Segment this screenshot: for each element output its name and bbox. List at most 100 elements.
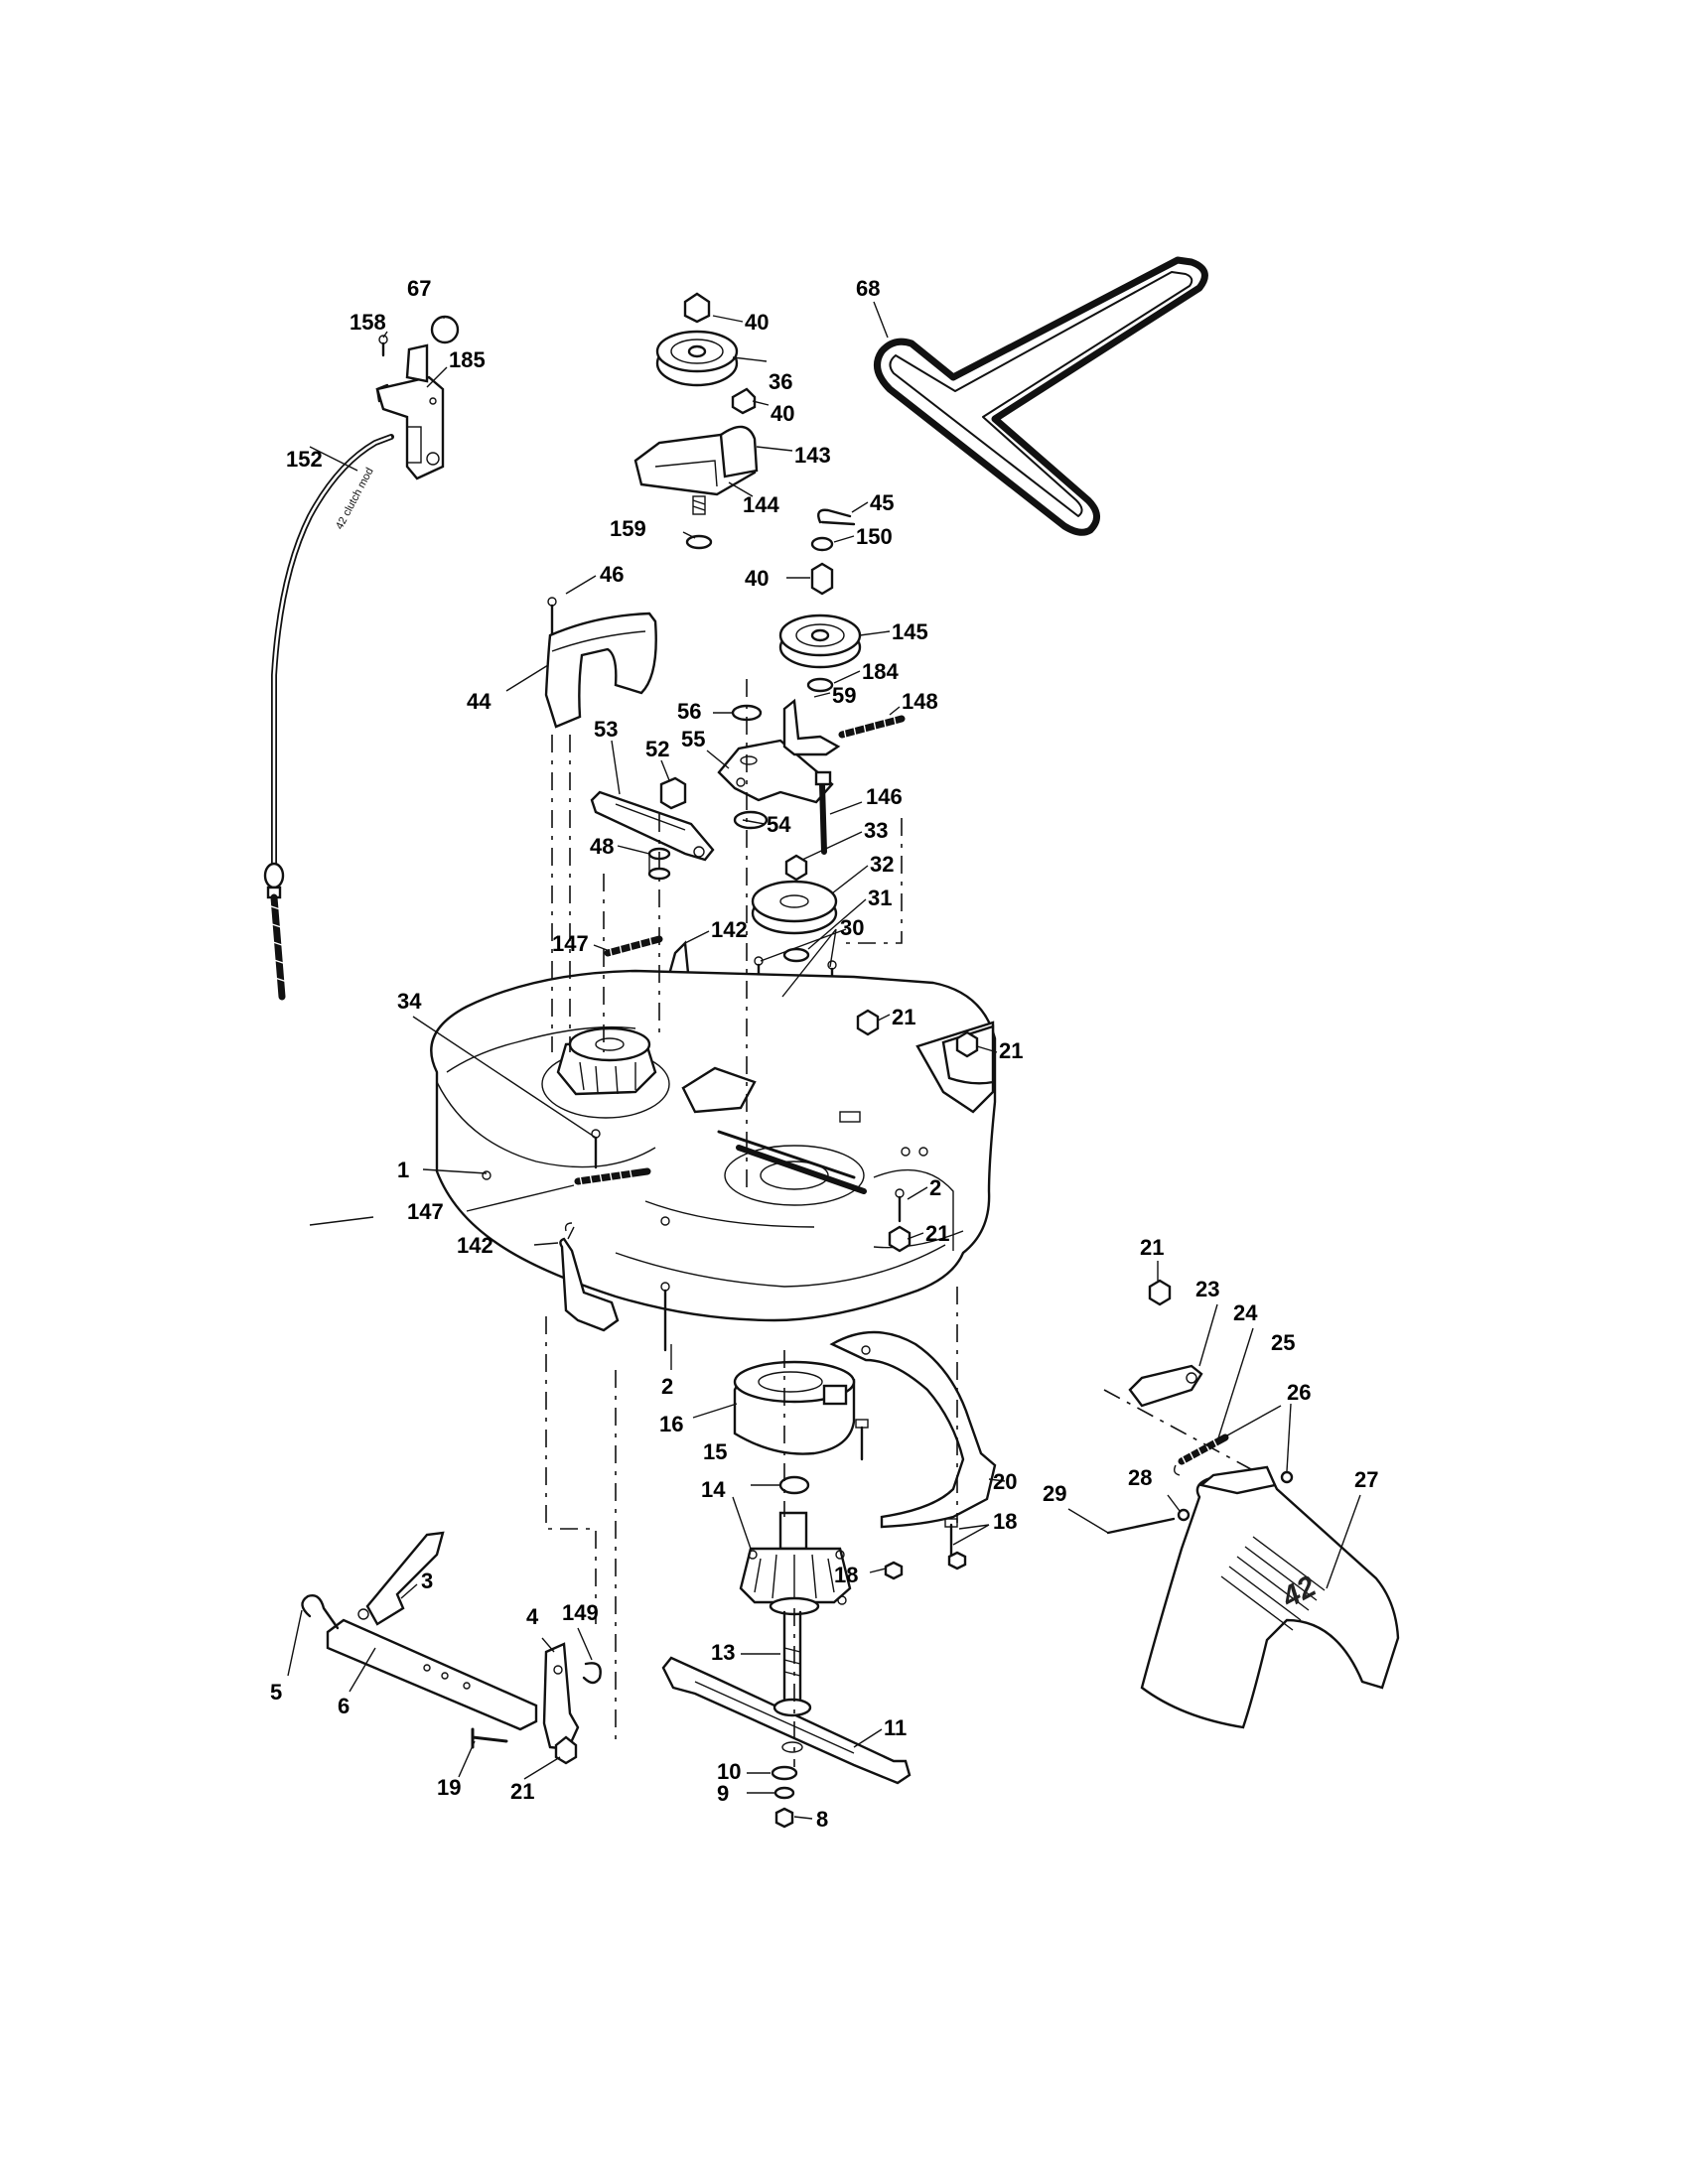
part-33-nut bbox=[784, 854, 808, 882]
callout-185: 185 bbox=[449, 347, 486, 372]
callout-21: 21 bbox=[999, 1038, 1023, 1063]
part-152-cable bbox=[271, 434, 394, 867]
part-29-rod bbox=[1106, 1517, 1176, 1535]
callout-23: 23 bbox=[1195, 1277, 1219, 1301]
callout-44: 44 bbox=[467, 689, 491, 714]
part-14-housing bbox=[739, 1547, 852, 1604]
part-54-washer bbox=[733, 810, 769, 830]
part-28-washer bbox=[1177, 1508, 1191, 1522]
part-59-148-146 bbox=[782, 698, 906, 855]
part-8-bolt bbox=[774, 1807, 794, 1829]
callout-21: 21 bbox=[892, 1005, 915, 1029]
part-40-nut-top bbox=[683, 292, 711, 324]
callout-28: 28 bbox=[1128, 1465, 1152, 1490]
callout-24: 24 bbox=[1233, 1300, 1258, 1325]
callout-54: 54 bbox=[767, 812, 791, 837]
part-40-nut-right bbox=[810, 562, 834, 596]
part-45-clip bbox=[817, 508, 856, 526]
part-184-washer bbox=[806, 677, 834, 693]
part-27-discharge-chute: 42 bbox=[1106, 1465, 1400, 1729]
part-clutch-handle-assembly: 42 clutch mod bbox=[263, 315, 460, 1001]
part-10-washer bbox=[771, 1765, 798, 1781]
callout-59: 59 bbox=[832, 683, 856, 708]
part-9-lockwasher bbox=[773, 1786, 795, 1800]
part-11-blade-assembly bbox=[661, 1656, 912, 1829]
part-52-nut bbox=[659, 776, 687, 810]
callout-143: 143 bbox=[794, 443, 831, 468]
callout-142: 142 bbox=[711, 917, 748, 942]
callout-55: 55 bbox=[681, 727, 705, 751]
callout-147: 147 bbox=[407, 1199, 444, 1224]
callout-48: 48 bbox=[590, 834, 614, 859]
callout-45: 45 bbox=[870, 490, 894, 515]
callout-34: 34 bbox=[397, 989, 422, 1014]
callout-25: 25 bbox=[1271, 1330, 1295, 1355]
callout-40: 40 bbox=[745, 310, 769, 335]
part-11-blade bbox=[661, 1656, 912, 1785]
part-53-arm bbox=[590, 790, 715, 862]
callout-29: 29 bbox=[1043, 1481, 1066, 1506]
callout-3: 3 bbox=[421, 1569, 433, 1593]
callout-15: 15 bbox=[703, 1439, 727, 1464]
callout-31: 31 bbox=[868, 886, 892, 910]
callout-8: 8 bbox=[816, 1807, 828, 1832]
part-3-bracket bbox=[365, 1531, 445, 1626]
part-4-arm bbox=[542, 1642, 580, 1751]
callout-52: 52 bbox=[645, 737, 669, 761]
callout-18: 18 bbox=[834, 1563, 858, 1587]
part-31-washer bbox=[782, 947, 810, 963]
part-48-washer-b bbox=[647, 867, 671, 881]
callout-5: 5 bbox=[270, 1680, 282, 1705]
callout-142: 142 bbox=[457, 1233, 493, 1258]
callout-30: 30 bbox=[840, 915, 864, 940]
callout-labels: 67 158 185 152 40 36 40 143 144 159 68 4… bbox=[270, 276, 1378, 1832]
part-40-nut-mid bbox=[731, 387, 757, 415]
callout-158: 158 bbox=[350, 310, 386, 335]
part-32-mandrel-pulley bbox=[751, 854, 838, 963]
part-150-washer bbox=[810, 536, 834, 552]
callout-67: 67 bbox=[407, 276, 431, 301]
part-right-pulley-stack bbox=[778, 508, 862, 693]
callout-13: 13 bbox=[711, 1640, 735, 1665]
callout-16: 16 bbox=[659, 1412, 683, 1436]
callout-40: 40 bbox=[771, 401, 794, 426]
part-lift-linkage bbox=[301, 1531, 602, 1765]
part-146-bolt bbox=[819, 781, 827, 855]
part-deck-hardware bbox=[559, 1009, 979, 1352]
callout-53: 53 bbox=[594, 717, 618, 742]
callout-18: 18 bbox=[993, 1509, 1017, 1534]
callout-33: 33 bbox=[864, 818, 888, 843]
callout-1: 1 bbox=[397, 1158, 409, 1182]
callout-14: 14 bbox=[701, 1477, 726, 1502]
callout-20: 20 bbox=[993, 1469, 1017, 1494]
part-53-idler-arm bbox=[590, 776, 715, 881]
part-right-bracket-assembly bbox=[1128, 1279, 1294, 1484]
callout-36: 36 bbox=[769, 369, 792, 394]
part-19-bolt bbox=[471, 1727, 508, 1749]
callout-10: 10 bbox=[717, 1759, 741, 1784]
callout-2: 2 bbox=[661, 1374, 673, 1399]
part-idler-bracket-stack bbox=[633, 292, 759, 550]
callout-68: 68 bbox=[856, 276, 880, 301]
callout-159: 159 bbox=[610, 516, 646, 541]
callout-9: 9 bbox=[717, 1781, 729, 1806]
callout-26: 26 bbox=[1287, 1380, 1311, 1405]
callout-149: 149 bbox=[562, 1600, 599, 1625]
callout-145: 145 bbox=[892, 619, 928, 644]
callout-11: 11 bbox=[884, 1715, 907, 1740]
part-59-bracket bbox=[782, 698, 841, 756]
callout-184: 184 bbox=[862, 659, 899, 684]
part-6-link bbox=[326, 1618, 538, 1731]
callout-27: 27 bbox=[1354, 1467, 1378, 1492]
callout-152: 152 bbox=[286, 447, 323, 472]
assembly-centerlines bbox=[545, 679, 1252, 1767]
part-spindle-assembly bbox=[733, 1360, 856, 1709]
part-44-belt-guard bbox=[544, 597, 657, 729]
part-18-hardware bbox=[884, 1518, 967, 1580]
callout-150: 150 bbox=[856, 524, 893, 549]
part-159-washer bbox=[685, 534, 713, 550]
callout-21: 21 bbox=[1140, 1235, 1164, 1260]
callout-4: 4 bbox=[526, 1604, 539, 1629]
